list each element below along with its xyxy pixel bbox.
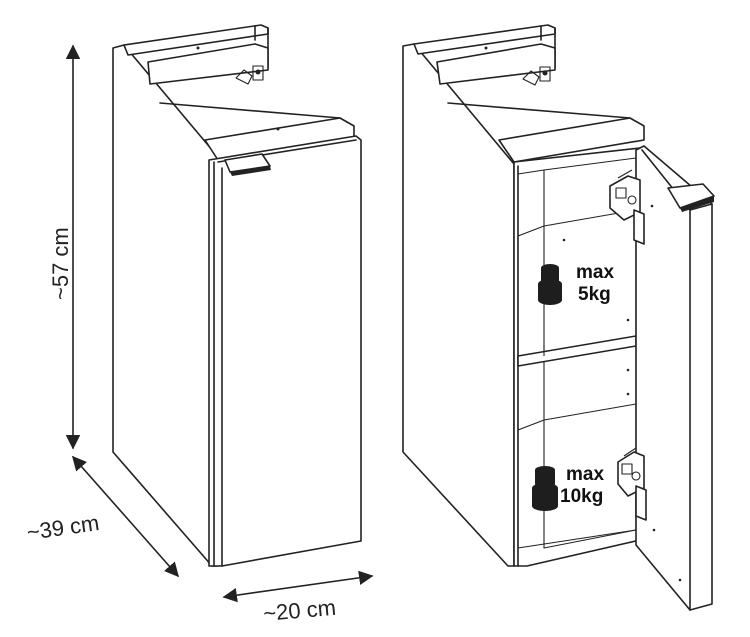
height-label: ~57 cm (48, 227, 73, 300)
width-dimension-arrow-icon (222, 570, 374, 603)
width-label: ~20 cm (262, 595, 337, 626)
hinge-icon (609, 169, 645, 245)
side-panel (112, 44, 219, 567)
weight-icon (532, 466, 558, 511)
depth-label: ~39 cm (25, 510, 101, 545)
lower-load-max-label: max (566, 464, 604, 485)
front-top-rail (204, 117, 355, 161)
open-door[interactable] (635, 145, 713, 611)
cabinet-door[interactable] (208, 135, 362, 567)
upper-load-value-label: 5kg (578, 284, 611, 305)
handle-icon[interactable] (667, 183, 715, 212)
weight-icon (538, 264, 562, 305)
closed-cabinet (112, 24, 362, 567)
handle-icon[interactable] (224, 153, 271, 176)
rear-cross-rail (147, 43, 269, 85)
lower-load-value-label: 10kg (560, 486, 603, 507)
hinge-icon (617, 447, 647, 521)
depth-dimension-arrow-icon (72, 455, 179, 578)
open-side-panel (402, 43, 515, 567)
open-cabinet: max 5kg max 10kg (402, 24, 715, 611)
upper-load-max-label: max (576, 262, 614, 283)
cabinet-front-frame (513, 147, 641, 567)
bracket-icon (235, 65, 264, 85)
bracket-icon (522, 66, 551, 86)
